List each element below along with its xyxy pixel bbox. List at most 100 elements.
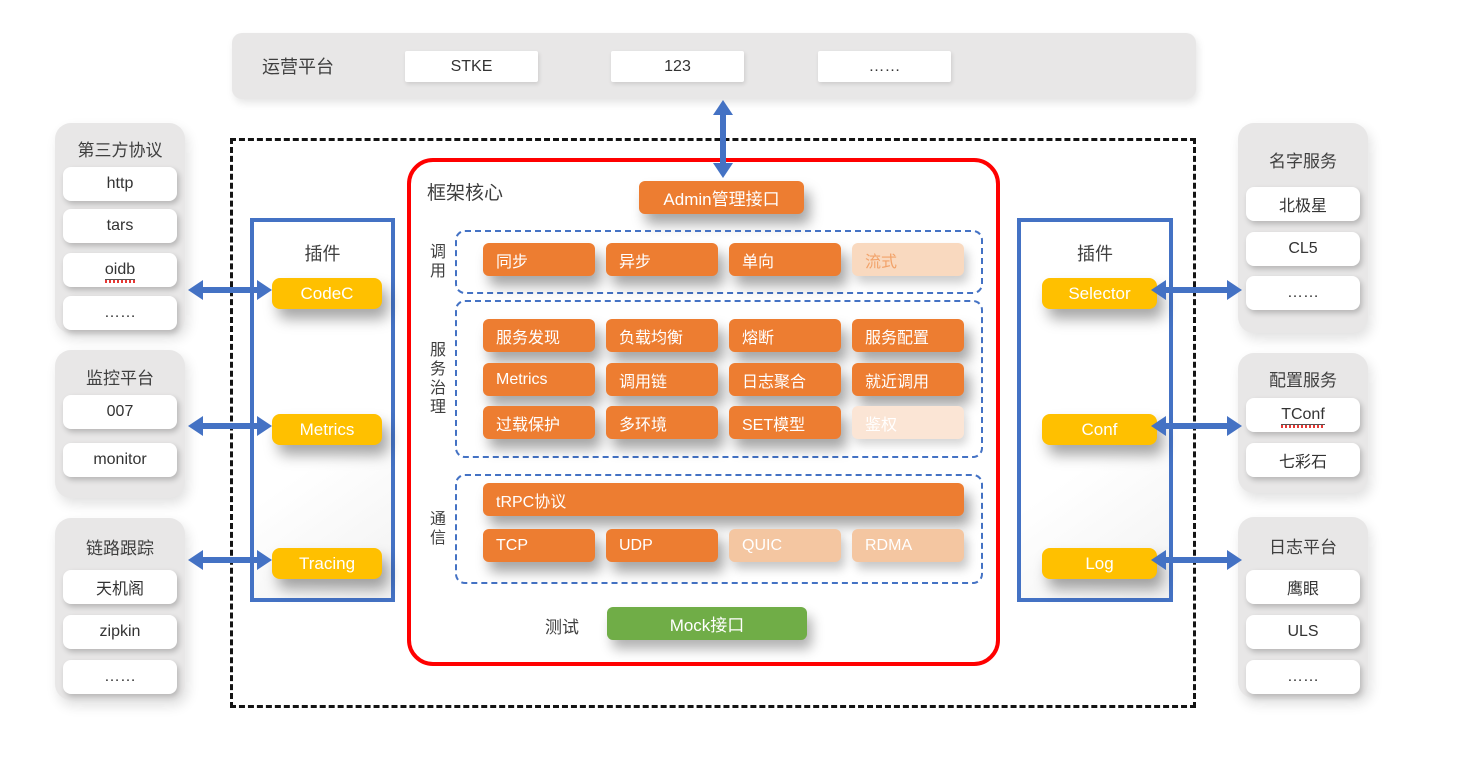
gov-multi-env-button: 多环境 (606, 406, 718, 439)
arrow-left-head (188, 280, 203, 300)
bidirectional-arrow-right-1 (1151, 280, 1242, 300)
admin-interface-button: Admin管理接口 (639, 181, 804, 214)
plugin-label: Tracing (298, 553, 356, 573)
plugin-label: Conf (1081, 419, 1118, 439)
list-item: …… (63, 660, 177, 694)
button-label: UDP (619, 536, 653, 554)
arrow-left-head (1151, 280, 1166, 300)
arrow-shaft (720, 115, 726, 163)
list-item: 天机阁 (63, 570, 177, 604)
panel-third-party-protocols: 第三方协议 http tars oidb …… (55, 123, 185, 333)
list-item-label: oidb (104, 260, 136, 283)
framework-core-title: 框架核心 (427, 183, 504, 204)
button-label: Metrics (496, 370, 548, 388)
arrow-right-head (257, 280, 272, 300)
arrow-down-head (713, 163, 733, 178)
transport-rdma-button: RDMA (852, 529, 964, 562)
panel-config-service: 配置服务 TConf 七彩石 (1238, 353, 1368, 493)
platform-item-123: 123 (611, 51, 744, 82)
button-label: 服务发现 (496, 329, 561, 347)
plugin-metrics: Metrics (272, 414, 382, 445)
arrow-right-head (257, 550, 272, 570)
panel-title: 监控平台 (86, 369, 154, 388)
list-item-label: 北极星 (1278, 198, 1327, 215)
governance-section-label: 服务治理 (427, 341, 444, 417)
transport-tcp-button: TCP (483, 529, 595, 562)
arrow-left-head (188, 416, 203, 436)
plugin-label: Log (1085, 553, 1114, 573)
invoke-async-button: 异步 (606, 243, 718, 276)
button-label: RDMA (865, 536, 913, 554)
list-item-label: …… (1287, 284, 1319, 301)
list-item-label: …… (104, 668, 136, 685)
governance-section-box (455, 300, 983, 458)
operations-platform-title: 运营平台 (262, 57, 334, 77)
panel-distributed-tracing: 链路跟踪 天机阁 zipkin …… (55, 518, 185, 700)
plugin-label: Selector (1068, 283, 1131, 303)
button-label: 服务配置 (865, 329, 930, 347)
button-label: 鉴权 (865, 416, 898, 434)
list-item-label: …… (104, 304, 136, 321)
invoke-section-box (455, 230, 983, 294)
arrow-shaft (1166, 557, 1227, 563)
left-plugin-box: 插件 CodeC Metrics Tracing (250, 218, 395, 602)
invoke-sync-button: 同步 (483, 243, 595, 276)
list-item: ULS (1246, 615, 1360, 649)
plugin-selector: Selector (1042, 278, 1157, 309)
list-item-label: CL5 (1288, 240, 1318, 257)
right-plugin-box: 插件 Selector Conf Log (1017, 218, 1173, 602)
list-item-label: 鹰眼 (1286, 581, 1319, 598)
plugin-tracing: Tracing (272, 548, 382, 579)
list-item: 007 (63, 395, 177, 429)
panel-title: 配置服务 (1269, 371, 1337, 390)
gov-service-config-button: 服务配置 (852, 319, 964, 352)
arrow-up-head (713, 100, 733, 115)
button-label: 同步 (496, 253, 529, 271)
invoke-oneway-button: 单向 (729, 243, 841, 276)
plugin-title: 插件 (1077, 244, 1113, 264)
arrow-right-head (1227, 550, 1242, 570)
button-label: 单向 (742, 253, 775, 271)
panel-title: 第三方协议 (77, 141, 163, 160)
button-label: 就近调用 (865, 373, 930, 391)
arrow-shaft (1166, 423, 1227, 429)
list-item-label: zipkin (99, 623, 141, 640)
arrow-shaft (203, 557, 257, 563)
bidirectional-arrow-top (713, 100, 733, 178)
platform-item-more: …… (818, 51, 951, 82)
panel-monitoring-platform: 监控平台 007 monitor (55, 350, 185, 498)
gov-load-balancing-button: 负载均衡 (606, 319, 718, 352)
transport-quic-button: QUIC (729, 529, 841, 562)
list-item: CL5 (1246, 232, 1360, 266)
platform-item-label: 123 (664, 57, 691, 75)
button-label: 异步 (619, 253, 652, 271)
panel-title: 日志平台 (1269, 538, 1337, 557)
list-item: tars (63, 209, 177, 243)
button-label: 日志聚合 (742, 373, 807, 391)
list-item: …… (1246, 660, 1360, 694)
list-item-label: 007 (106, 403, 134, 420)
list-item-label: 天机阁 (95, 581, 144, 598)
arrow-shaft (203, 287, 257, 293)
communication-section-box (455, 474, 983, 584)
arrow-right-head (1227, 416, 1242, 436)
mock-interface-button: Mock接口 (607, 607, 807, 640)
panel-title: 链路跟踪 (86, 539, 154, 558)
list-item: 七彩石 (1246, 443, 1360, 477)
arrow-shaft (203, 423, 257, 429)
button-label: 熔断 (742, 329, 775, 347)
platform-item-label: …… (868, 57, 901, 75)
button-label: 调用链 (619, 373, 668, 391)
plugin-conf: Conf (1042, 414, 1157, 445)
arrow-left-head (188, 550, 203, 570)
list-item-label: TConf (1281, 405, 1325, 428)
button-label: 流式 (865, 253, 898, 271)
gov-set-model-button: SET模型 (729, 406, 841, 439)
test-label: 测试 (545, 618, 579, 637)
plugin-codec: CodeC (272, 278, 382, 309)
gov-nearby-call-button: 就近调用 (852, 363, 964, 396)
gov-circuit-breaker-button: 熔断 (729, 319, 841, 352)
list-item: TConf (1246, 398, 1360, 432)
gov-overload-protection-button: 过载保护 (483, 406, 595, 439)
